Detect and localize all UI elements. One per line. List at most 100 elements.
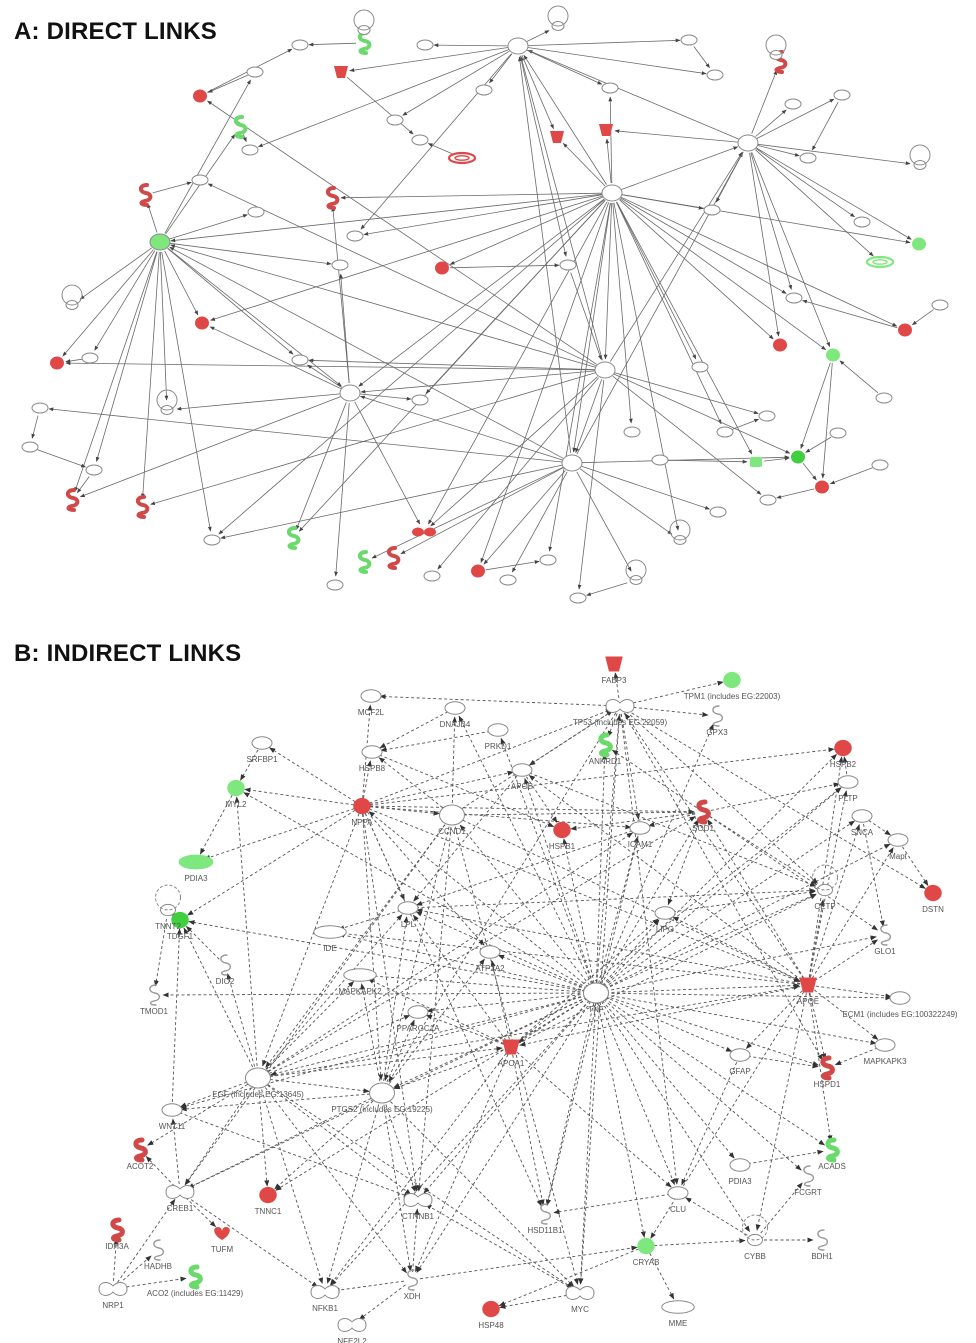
edge	[169, 214, 248, 240]
edge	[267, 1084, 412, 1195]
edge	[415, 1054, 509, 1273]
edge	[333, 1280, 405, 1293]
node-a_n70	[326, 579, 344, 591]
node-label: TDGF1	[167, 932, 194, 941]
node-a_n72	[499, 574, 517, 586]
edge	[79, 247, 153, 300]
edge	[821, 362, 833, 479]
node-label: MAPKAPK3	[863, 1057, 907, 1066]
edge	[586, 582, 628, 596]
edge	[413, 775, 518, 902]
node-a_n35	[353, 9, 375, 35]
edge	[240, 749, 259, 781]
node-b_apoe: APOE	[797, 977, 819, 1006]
node-label: TNNC1	[255, 1207, 282, 1216]
edge	[605, 138, 612, 184]
node-a_n37	[291, 39, 309, 51]
node-a_hub3	[561, 454, 583, 472]
edge	[511, 471, 568, 573]
edge	[485, 560, 540, 571]
node-a_n12	[471, 564, 485, 578]
edge	[176, 393, 341, 411]
edge	[416, 908, 801, 984]
edge	[454, 826, 579, 1285]
edge	[808, 992, 833, 1142]
edge	[426, 993, 587, 1013]
node-b_hspb2: HSPB2	[830, 739, 857, 769]
node-a_n24	[912, 237, 926, 251]
edge	[809, 823, 860, 978]
edge	[811, 101, 839, 151]
node-a_n7	[195, 316, 209, 330]
node-label: ICAM1	[628, 840, 653, 849]
node-label: NFKB1	[312, 1304, 338, 1313]
node-a_n29	[61, 284, 83, 310]
edge	[117, 1198, 176, 1283]
edge	[242, 134, 247, 143]
edge	[596, 714, 622, 984]
edge	[379, 754, 555, 828]
edge	[428, 201, 608, 525]
edge	[164, 79, 251, 234]
edge	[169, 242, 332, 266]
node-b_dnajb4: DNAJB4	[440, 701, 471, 729]
node-a_hub5	[737, 134, 759, 152]
edge	[65, 358, 83, 363]
edge	[597, 1002, 646, 1238]
edge	[545, 1002, 595, 1206]
node-label: GFAP	[729, 1067, 750, 1076]
edge	[362, 813, 419, 1192]
node-label: MAPKAPK2	[338, 987, 382, 996]
node-b_ecm1: ECM1 (includes EG:100322249)	[842, 991, 958, 1019]
edge	[147, 203, 158, 233]
edge	[802, 299, 898, 329]
node-b_mapkapk3: MAPKAPK3	[863, 1038, 907, 1066]
edge	[463, 809, 695, 816]
edge	[243, 792, 588, 989]
node-b_acad: ACADS	[818, 1137, 846, 1171]
edge	[171, 928, 182, 1103]
edge	[226, 972, 256, 1067]
edge	[709, 815, 818, 885]
edge	[553, 1193, 671, 1215]
edge	[419, 1245, 638, 1280]
node-a_n57	[829, 427, 847, 439]
edge	[160, 251, 169, 401]
edge	[755, 109, 787, 137]
node-a_hub6	[507, 37, 529, 55]
node-label: PLTP	[838, 794, 857, 803]
node-a_n26	[826, 348, 840, 362]
edge	[609, 151, 743, 362]
edge	[170, 193, 603, 243]
edge	[611, 749, 697, 808]
node-label: HSPB2	[830, 760, 857, 769]
node-label: ECM1 (includes EG:100322249)	[842, 1010, 958, 1019]
edge	[416, 1001, 591, 1273]
edge	[749, 152, 780, 337]
node-a_n56	[875, 392, 893, 404]
node-b_acot2: ACOT2	[127, 1137, 154, 1171]
edge	[681, 1062, 738, 1186]
edge	[747, 1055, 819, 1069]
node-label: FABP3	[602, 676, 627, 685]
edge	[402, 50, 510, 116]
node-b_mcf2l: MCF2L	[358, 689, 385, 717]
edge	[517, 787, 842, 1043]
edge	[308, 358, 596, 371]
edge	[602, 753, 838, 987]
node-a_n53	[785, 292, 803, 304]
node-label: LIPG	[656, 925, 674, 934]
edge	[755, 148, 855, 218]
edge	[626, 709, 926, 889]
node-b_tnnt2: TNNT2	[155, 884, 181, 931]
node-a_n27	[750, 457, 762, 467]
edge	[427, 143, 455, 156]
edge	[601, 1001, 750, 1233]
edge	[519, 986, 801, 1047]
edge	[747, 1149, 824, 1165]
edge	[65, 361, 596, 371]
edge	[483, 470, 566, 565]
edge	[425, 1014, 504, 1045]
node-b_nrp1: NRP1	[98, 1282, 128, 1310]
